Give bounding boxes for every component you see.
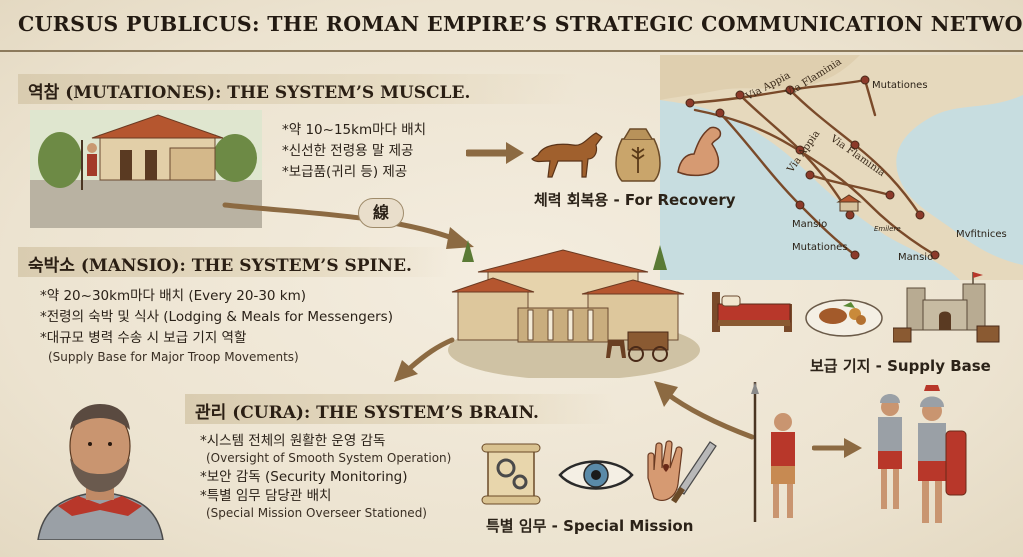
list-item: *시스템 전체의 원활한 운영 감독 [200, 433, 386, 449]
list-item: *약 20~30km마다 배치 (Every 20-30 km) [40, 288, 307, 304]
section-heading-mutationes: 역참 (MUTATIONES): THE SYSTEM’S MUSCLE. [18, 74, 578, 104]
map-land [660, 55, 1023, 280]
list-item: *대규모 병력 수송 시 보급 기지 역할 [40, 330, 247, 346]
mansio-bullets: *약 20~30km마다 배치 (Every 20-30 km) *전령의 숙박… [40, 286, 393, 366]
map-label-mvfitnices: Mvfitnices [956, 229, 1007, 240]
arrow-to-legionaries [812, 438, 862, 458]
recovery-caption: 체력 회복용 - For Recovery [534, 191, 736, 209]
list-item: *보급품(귀리 등) 제공 [282, 164, 408, 180]
relay-soldier-figure [81, 140, 97, 190]
list-item: *보안 감독 (Security Monitoring) [200, 469, 408, 485]
mansio-building-icon [836, 194, 862, 212]
list-item-sub: (Oversight of Smooth System Operation) [206, 451, 452, 465]
wagon-icon [606, 331, 669, 362]
messenger-soldier-figure [751, 382, 795, 522]
map-land-north [660, 55, 860, 100]
list-item: *전령의 숙박 및 식사 (Lodging & Meals for Messen… [40, 309, 393, 325]
commander-portrait [37, 404, 164, 540]
page-title: CURSUS PUBLICUS: THE ROMAN EMPIRE’S STRA… [18, 12, 1023, 36]
map-label-mansio-1: Mansio [792, 219, 827, 230]
mutationes-bullets: *약 10~15km마다 배치 *신선한 전령용 말 제공 *보급품(귀리 등)… [282, 120, 426, 183]
section-heading-mansio: 숙박소 (MANSIO): THE SYSTEM’S SPINE. [18, 247, 448, 277]
list-item-sub: (Supply Base for Major Troop Movements) [48, 350, 299, 364]
legionaries-figure [878, 385, 967, 523]
hand-sword-icon [647, 440, 717, 504]
list-item: *신선한 전령용 말 제공 [282, 143, 414, 159]
section-heading-cura: 관리 (CURA): THE SYSTEM’S BRAIN. [185, 394, 615, 424]
grain-sack-icon [615, 128, 661, 182]
list-item: *약 10~15km마다 배치 [282, 122, 427, 138]
eye-icon [558, 460, 634, 490]
food-plate-icon [805, 299, 883, 337]
arrow-to-cura [394, 337, 455, 382]
arrow-back-to-mansio [654, 381, 755, 440]
map-label-mutationes-2: Mutationes [792, 242, 848, 253]
list-item-sub: (Special Mission Overseer Stationed) [206, 506, 427, 520]
cura-bullets: *시스템 전체의 원활한 운영 감독 (Oversight of Smooth … [200, 432, 451, 522]
map-label-mutationes-1: Mutationes [872, 80, 928, 91]
title-bar: CURSUS PUBLICUS: THE ROMAN EMPIRE’S STRA… [0, 0, 1023, 52]
fortress-icon [893, 272, 1000, 343]
list-item: *특별 임무 담당관 배치 [200, 488, 332, 504]
horse-icon [531, 132, 603, 178]
flexed-arm-icon [677, 126, 722, 177]
special-mission-caption: 특별 임무 - Special Mission [486, 517, 694, 535]
map-waypoints [685, 75, 940, 260]
scroll-gears-icon [481, 443, 541, 505]
supply-base-caption: 보급 기지 - Supply Base [810, 357, 991, 375]
map-label-emilere: Emilere [874, 225, 901, 233]
bed-icon [712, 292, 792, 332]
map-label-mansio-2: Mansio [898, 252, 933, 263]
arrow-to-recovery [466, 142, 524, 164]
arrow-to-mansio [222, 202, 474, 249]
connector-badge: 線 [358, 198, 404, 228]
italy-road-map: Via Appia Via Flaminia Mutationes Via Fl… [660, 55, 1023, 280]
mansio-building-illustration [448, 240, 700, 378]
